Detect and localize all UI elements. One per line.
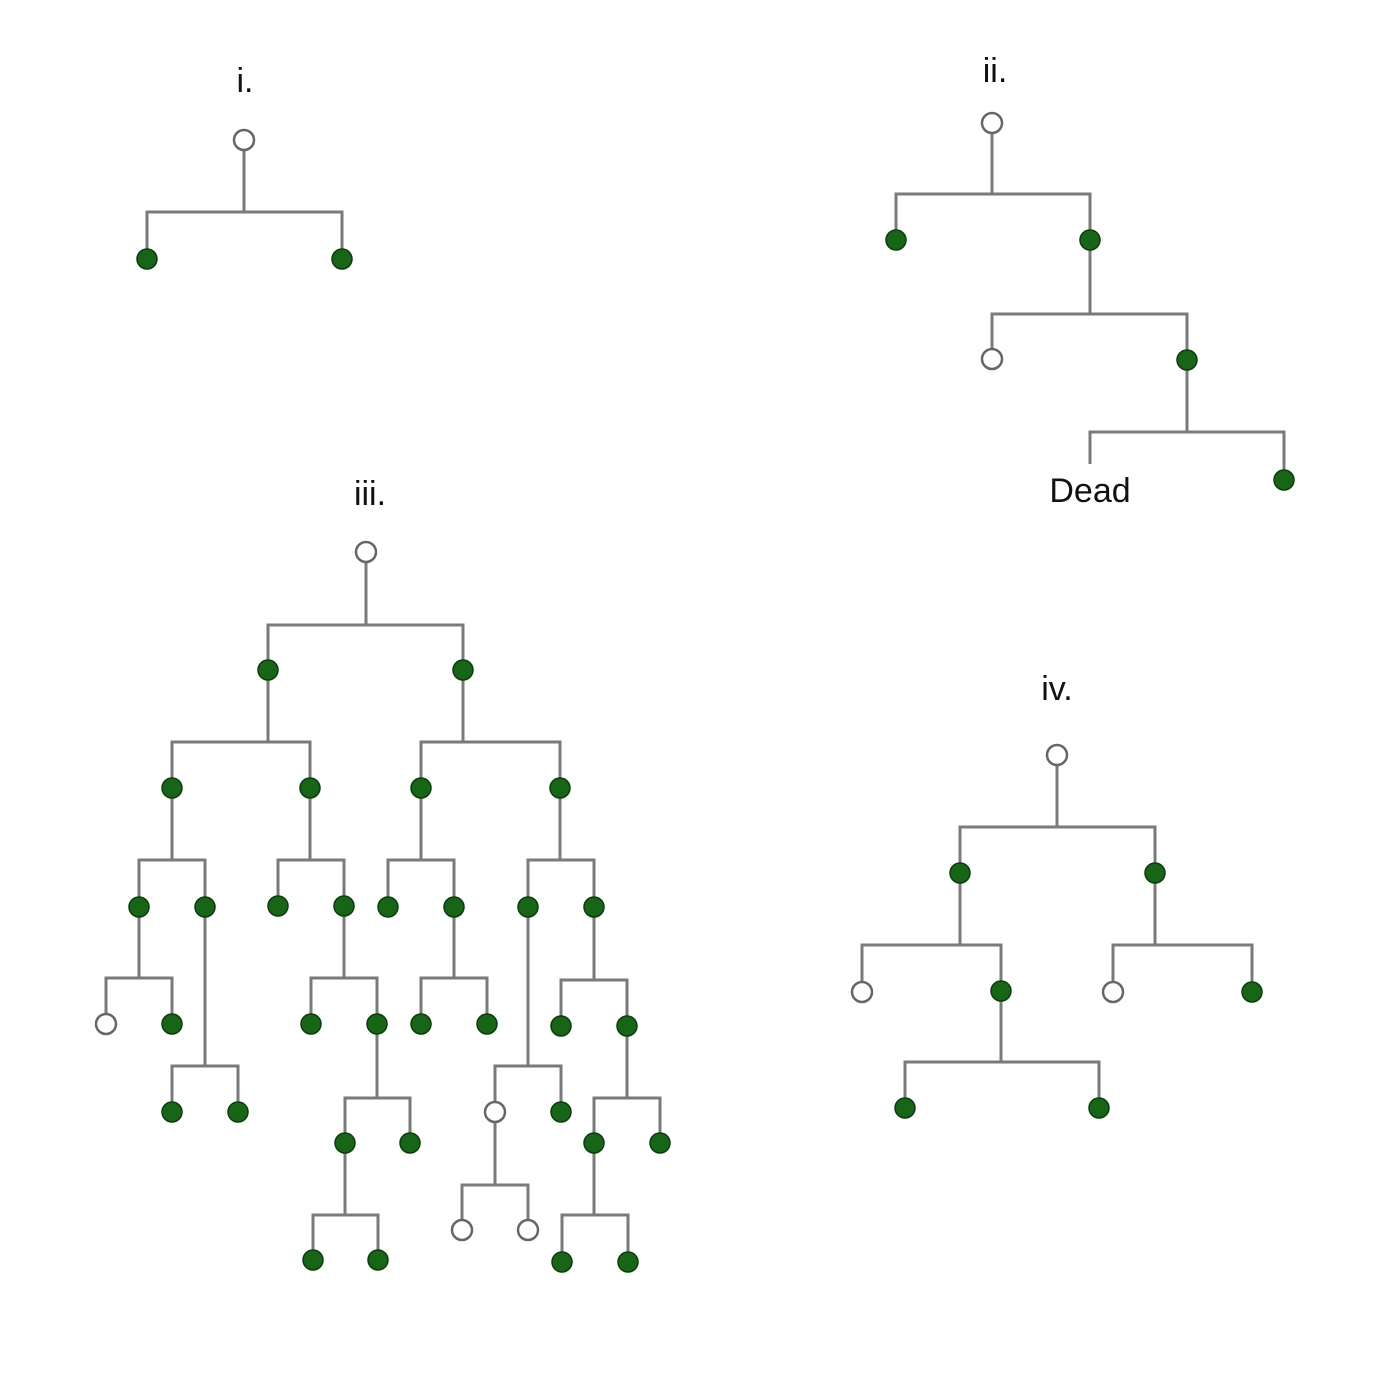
- open-cell-node: [232, 128, 256, 152]
- filled-cell-node: [399, 1132, 421, 1154]
- tree-label: i.: [237, 62, 254, 100]
- filled-cell-node: [990, 980, 1012, 1002]
- filled-cell-node: [161, 1013, 183, 1035]
- filled-cell-node: [334, 1132, 356, 1154]
- filled-cell-node: [410, 1013, 432, 1035]
- open-cell-node: [483, 1100, 507, 1124]
- filled-cell-node: [549, 777, 571, 799]
- filled-cell-node: [550, 1101, 572, 1123]
- filled-cell-node: [649, 1132, 671, 1154]
- tree-2: ii. Dead: [885, 52, 1295, 510]
- branch-lines: [145, 150, 344, 249]
- filled-cell-node: [267, 895, 289, 917]
- filled-cell-node: [949, 862, 971, 884]
- dead-label: Dead: [1049, 472, 1130, 510]
- open-cell-node: [1045, 743, 1069, 767]
- filled-cell-node: [161, 1101, 183, 1123]
- branch-lines: [894, 133, 1286, 470]
- filled-cell-node: [1144, 862, 1166, 884]
- filled-cell-node: [1079, 229, 1101, 251]
- open-cell-node: [850, 980, 874, 1004]
- filled-cell-node: [333, 895, 355, 917]
- filled-cell-node: [302, 1249, 324, 1271]
- open-cell-node: [354, 540, 378, 564]
- open-cell-node: [980, 347, 1004, 371]
- tree-1: i.: [136, 62, 353, 270]
- filled-cell-node: [331, 248, 353, 270]
- filled-cell-node: [617, 1251, 639, 1273]
- tree-4: iv.: [850, 670, 1263, 1119]
- filled-cell-node: [257, 659, 279, 681]
- filled-cell-node: [616, 1015, 638, 1037]
- open-cell-node: [980, 111, 1004, 135]
- filled-cell-node: [299, 777, 321, 799]
- filled-cell-node: [885, 229, 907, 251]
- tree-label: iii.: [354, 475, 386, 513]
- filled-cell-node: [452, 659, 474, 681]
- filled-cell-node: [366, 1013, 388, 1035]
- filled-cell-node: [583, 896, 605, 918]
- filled-cell-node: [517, 896, 539, 918]
- tree-label: ii.: [983, 52, 1008, 90]
- filled-cell-node: [583, 1132, 605, 1154]
- filled-cell-node: [410, 777, 432, 799]
- open-cell-node: [94, 1012, 118, 1036]
- tree-3: iii.: [94, 475, 671, 1273]
- open-cell-node: [516, 1218, 540, 1242]
- branch-lines: [860, 765, 1254, 1098]
- open-cell-node: [1101, 980, 1125, 1004]
- tree-label: iv.: [1041, 670, 1072, 708]
- filled-cell-node: [1273, 469, 1295, 491]
- filled-cell-node: [551, 1251, 573, 1273]
- branch-lines: [104, 562, 662, 1252]
- filled-cell-node: [443, 896, 465, 918]
- filled-cell-node: [476, 1013, 498, 1035]
- filled-cell-node: [227, 1101, 249, 1123]
- filled-cell-node: [550, 1015, 572, 1037]
- filled-cell-node: [1241, 981, 1263, 1003]
- filled-cell-node: [367, 1249, 389, 1271]
- filled-cell-node: [894, 1097, 916, 1119]
- filled-cell-node: [300, 1013, 322, 1035]
- filled-cell-node: [1176, 349, 1198, 371]
- open-cell-node: [450, 1218, 474, 1242]
- filled-cell-node: [377, 896, 399, 918]
- filled-cell-node: [194, 896, 216, 918]
- filled-cell-node: [1088, 1097, 1110, 1119]
- filled-cell-node: [128, 896, 150, 918]
- filled-cell-node: [136, 248, 158, 270]
- filled-cell-node: [161, 777, 183, 799]
